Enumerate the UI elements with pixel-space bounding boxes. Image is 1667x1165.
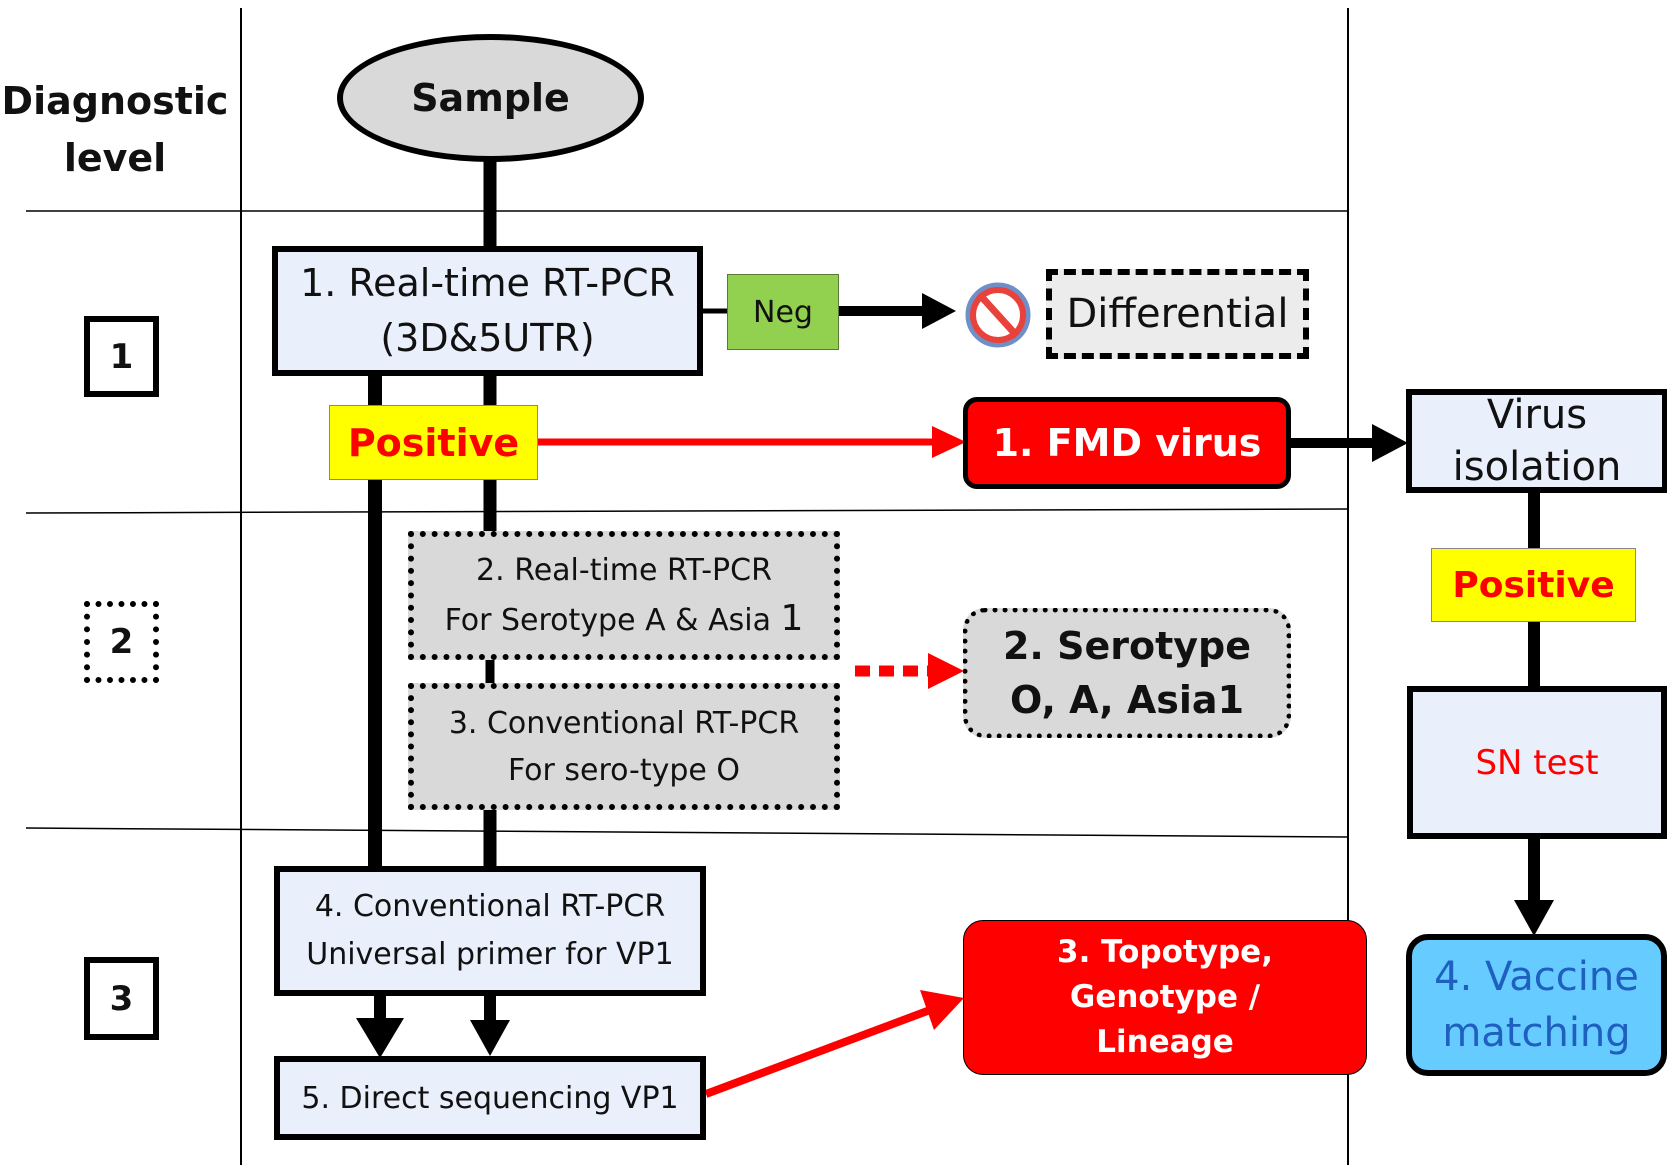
level-3-badge: 3: [84, 957, 159, 1040]
rt-pcr-1-line1: 1. Real-time RT-PCR: [300, 261, 675, 305]
rt-pcr-4-line2: Universal primer for VP1: [306, 937, 674, 972]
virus-isolation-box: Virus isolation: [1406, 389, 1667, 493]
sn-test-box: SN test: [1407, 686, 1667, 839]
topotype-line2: Genotype /: [1069, 979, 1261, 1015]
neg-label: Neg: [727, 274, 839, 350]
arrowhead-positive-to-fmd: [932, 426, 966, 458]
sn-test-text: SN test: [1475, 742, 1599, 783]
serotype-line1: 2. Serotype: [1002, 624, 1251, 668]
header-line-1: Diagnostic: [1, 79, 229, 123]
positive-2-text: Positive: [1452, 564, 1615, 606]
positive-1-text: Positive: [347, 420, 520, 465]
prohibited-icon: [965, 282, 1031, 348]
level-3-label: 3: [109, 978, 134, 1019]
rt-pcr-1-line2: (3D&5UTR): [380, 316, 595, 360]
arrowhead-neg-to-differential: [922, 293, 956, 329]
rt-pcr-3-line2: For sero-type O: [507, 752, 741, 788]
virus-isolation-line2: isolation: [1452, 444, 1622, 490]
level-1-badge: 1: [84, 316, 159, 397]
differential-box: Differential: [1046, 269, 1309, 359]
vaccine-line2: matching: [1442, 1010, 1631, 1056]
rt-pcr-1-box: 1. Real-time RT-PCR (3D&5UTR): [272, 246, 703, 376]
sequencing-text: 5. Direct sequencing VP1: [301, 1080, 679, 1116]
level-divider-3: [25, 827, 1349, 838]
sequencing-box: 5. Direct sequencing VP1: [274, 1056, 706, 1140]
level-2-badge: 2: [84, 601, 159, 683]
neg-text: Neg: [753, 294, 813, 330]
level-2-label: 2: [109, 622, 134, 662]
rt-pcr-4-box: 4. Conventional RT-PCR Universal primer …: [274, 866, 706, 996]
vaccine-matching-box: 4. Vaccine matching: [1406, 934, 1667, 1076]
topotype-line1: 3. Topotype,: [1057, 934, 1273, 970]
arrowhead-sn-to-vaccine: [1514, 900, 1554, 936]
differential-text: Differential: [1066, 291, 1289, 337]
rt-pcr-3-box: 3. Conventional RT-PCR For sero-type O: [408, 683, 840, 810]
fmd-virus-box: 1. FMD virus: [963, 397, 1291, 489]
positive-label-1: Positive: [329, 405, 538, 480]
fmd-virus-text: 1. FMD virus: [992, 421, 1262, 465]
arrowhead-fmd-to-isolation: [1372, 424, 1408, 462]
virus-isolation-line1: Virus: [1486, 392, 1588, 438]
header-line-2: level: [63, 136, 167, 180]
topotype-line3: Lineage: [1096, 1024, 1234, 1060]
rt-pcr-3-line1: 3. Conventional RT-PCR: [448, 705, 800, 741]
rt-pcr-2-line1: 2. Real-time RT-PCR: [476, 552, 772, 588]
arrow-sequencing-to-topotype: [704, 1006, 932, 1098]
rt-pcr-4-line1: 4. Conventional RT-PCR: [314, 889, 666, 924]
arrowhead-left-to-sequencing: [356, 1018, 404, 1058]
serotype-box: 2. Serotype O, A, Asia1: [963, 608, 1291, 738]
topotype-box: 3. Topotype, Genotype / Lineage: [963, 920, 1367, 1075]
diagnostic-level-header: Diagnostic level: [0, 70, 230, 190]
vaccine-line1: 4. Vaccine: [1434, 954, 1639, 1000]
level-1-label: 1: [109, 336, 134, 377]
positive-label-2: Positive: [1431, 548, 1636, 622]
rt-pcr-2-line2-number: 1: [780, 597, 804, 639]
sample-node: Sample: [337, 34, 644, 162]
rt-pcr-2-box: 2. Real-time RT-PCR For Serotype A & Asi…: [408, 531, 840, 660]
arrowhead-right-to-sequencing: [470, 1020, 510, 1056]
arrowhead-serotype-dotted: [928, 653, 964, 689]
arrowhead-sequencing-to-topotype: [920, 990, 964, 1030]
rt-pcr-2-line2-text: For Serotype A & Asia: [444, 602, 781, 638]
serotype-line2: O, A, Asia1: [1009, 678, 1245, 722]
sample-label: Sample: [411, 76, 570, 120]
level-divider-2: [25, 508, 1349, 514]
rt-pcr-2-line2: For Serotype A & Asia 1: [445, 595, 804, 645]
